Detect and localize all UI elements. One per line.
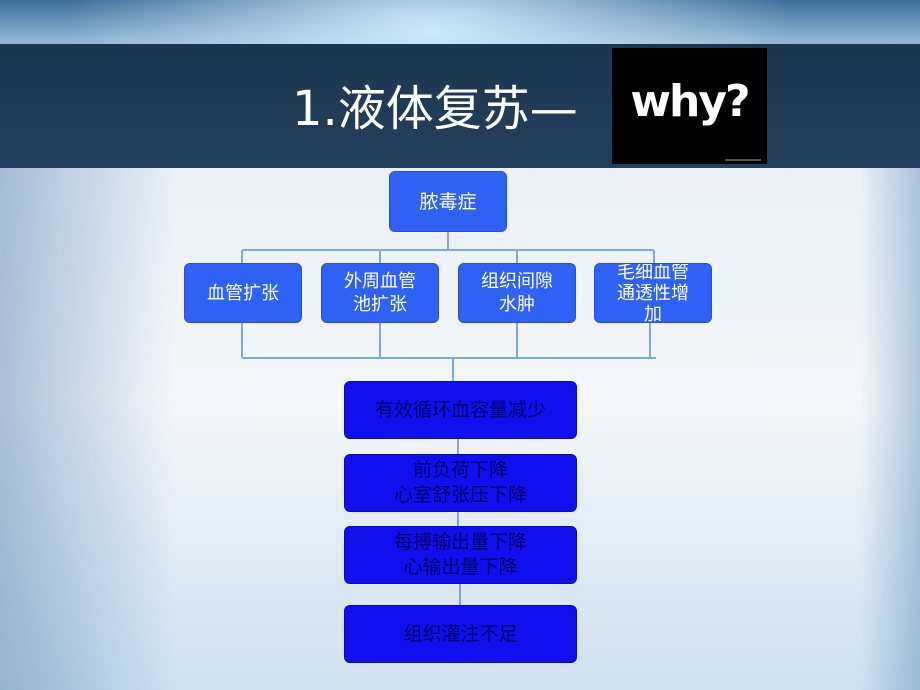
node-cause-label: 血管扩张 — [207, 282, 279, 304]
background-light-streak-left — [0, 168, 175, 690]
node-stroke-volume-decrease: 每搏输出量下降 心输出量下降 — [344, 526, 577, 584]
node-cause-label: 毛细血管 通透性增 加 — [617, 263, 689, 323]
why-image-caption-mark — [725, 159, 761, 161]
node-cause-peripheral-pooling: 外周血管 池扩张 — [321, 263, 439, 323]
background-light-streak-right — [860, 160, 920, 690]
node-sepsis: 脓毒症 — [389, 171, 507, 232]
node-chain-label: 有效循环血容量减少 — [374, 398, 546, 421]
node-effective-volume-decrease: 有效循环血容量减少 — [344, 381, 577, 439]
node-preload-decrease: 前负荷下降 心室舒张压下降 — [344, 454, 577, 512]
node-cause-label: 外周血管 池扩张 — [344, 271, 416, 315]
node-tissue-hypoperfusion: 组织灌注不足 — [344, 605, 577, 663]
node-cause-interstitial-edema: 组织间隙 水肿 — [458, 263, 576, 323]
node-chain-label: 每搏输出量下降 心输出量下降 — [393, 531, 527, 578]
why-image-text: why? — [630, 75, 750, 127]
why-image: why? — [612, 48, 767, 164]
slide-title: 1.液体复苏— — [292, 81, 578, 137]
node-cause-label: 组织间隙 水肿 — [481, 271, 553, 315]
node-cause-vasodilation: 血管扩张 — [184, 263, 302, 323]
node-cause-capillary-permeability: 毛细血管 通透性增 加 — [594, 263, 712, 323]
node-chain-label: 组织灌注不足 — [403, 622, 518, 645]
node-chain-label: 前负荷下降 心室舒张压下降 — [393, 459, 527, 506]
node-sepsis-label: 脓毒症 — [419, 190, 477, 213]
